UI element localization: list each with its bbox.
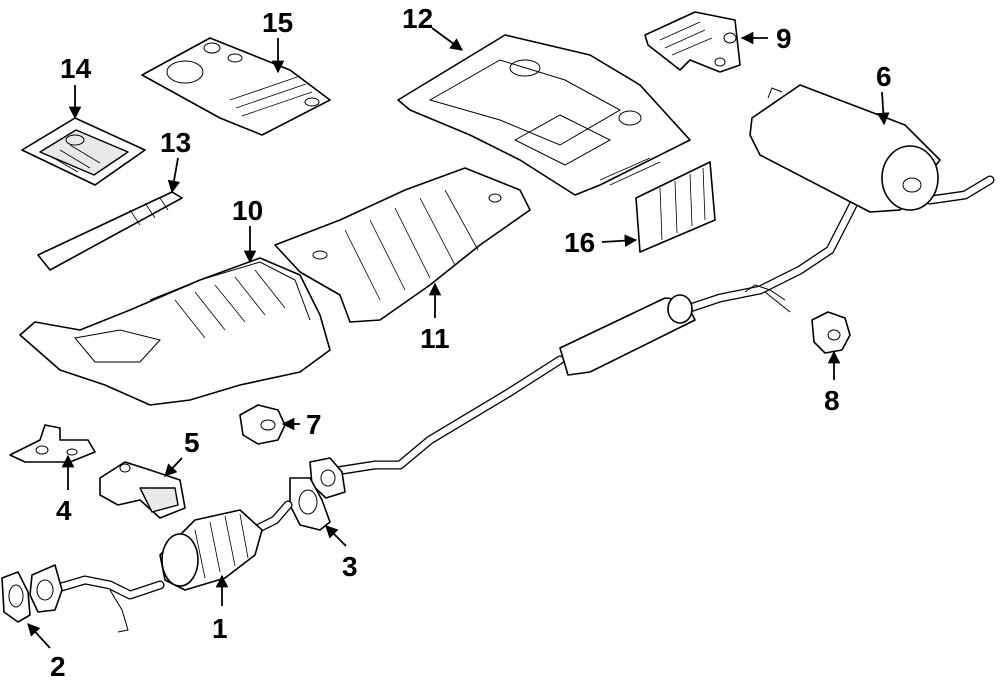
leader-lines bbox=[27, 27, 890, 649]
callout-13: 13 bbox=[160, 127, 191, 158]
callout-10: 10 bbox=[232, 195, 263, 226]
catalytic-converter-part-1 bbox=[29, 500, 293, 633]
callout-1: 1 bbox=[212, 613, 228, 644]
callout-8: 8 bbox=[824, 385, 840, 416]
leader-13 bbox=[167, 157, 181, 194]
callout-3: 3 bbox=[342, 551, 358, 582]
leader-6 bbox=[877, 91, 890, 126]
heat-shield-strip-part-13 bbox=[37, 191, 183, 271]
exhaust-pipe-assembly bbox=[309, 175, 995, 499]
heat-shield-small-part-14 bbox=[21, 117, 146, 186]
manifold-heat-shield-part-10 bbox=[19, 257, 331, 406]
bracket-part-9 bbox=[644, 11, 741, 73]
callout-11: 11 bbox=[420, 323, 450, 354]
callout-labels: 14 15 13 12 9 6 16 10 11 7 8 4 5 3 1 2 bbox=[50, 3, 892, 680]
bracket-part-4 bbox=[9, 424, 96, 463]
bracket-part-5 bbox=[99, 461, 186, 519]
leader-3 bbox=[325, 525, 347, 547]
callout-7: 7 bbox=[306, 409, 322, 440]
callout-6: 6 bbox=[876, 61, 892, 92]
heat-shield-rear-part-16 bbox=[635, 161, 716, 253]
floor-heat-shield-part-12 bbox=[397, 34, 691, 196]
callout-12: 12 bbox=[402, 3, 433, 34]
gasket-part-2 bbox=[1, 571, 31, 623]
gasket-part-3 bbox=[289, 477, 331, 531]
leader-16 bbox=[601, 234, 638, 247]
hanger-part-7 bbox=[239, 404, 286, 445]
callout-2: 2 bbox=[50, 651, 66, 680]
callout-5: 5 bbox=[184, 427, 200, 458]
hanger-part-8 bbox=[811, 311, 851, 354]
callout-4: 4 bbox=[56, 495, 72, 526]
leader-2 bbox=[27, 623, 51, 649]
leader-5 bbox=[164, 457, 183, 477]
callout-16: 16 bbox=[564, 227, 595, 258]
callout-15: 15 bbox=[262, 7, 293, 38]
leader-12 bbox=[431, 27, 464, 51]
callout-14: 14 bbox=[60, 53, 92, 84]
heat-shield-plate-part-15 bbox=[141, 37, 331, 136]
tunnel-heat-shield-part-11 bbox=[274, 167, 531, 323]
rear-muffler-part-6 bbox=[749, 84, 941, 213]
callout-9: 9 bbox=[776, 23, 792, 54]
